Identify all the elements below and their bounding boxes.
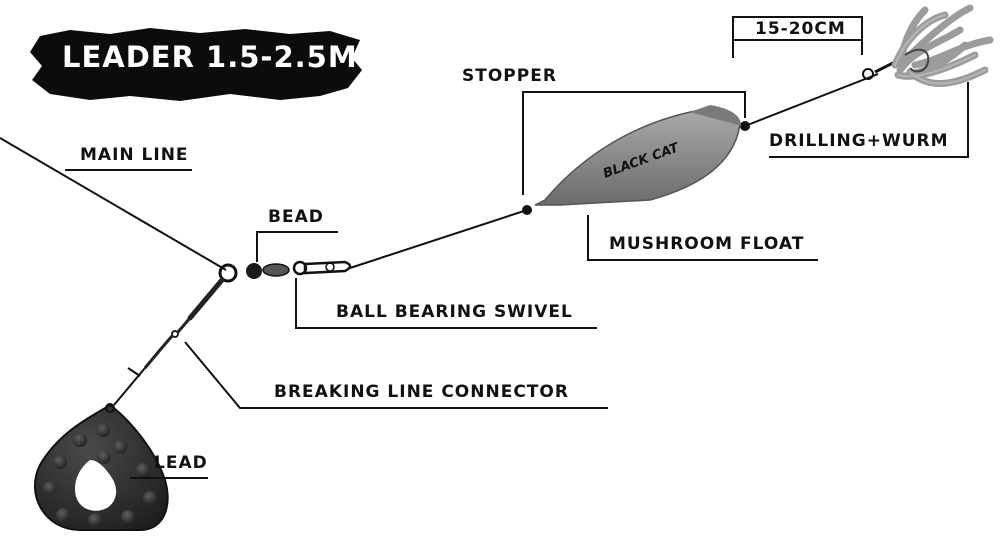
label-lead: LEAD: [154, 453, 208, 473]
lead-weight: [34, 403, 169, 531]
label-breaking-line-connector: BREAKING LINE CONNECTOR: [274, 382, 569, 402]
boom-arm: [187, 277, 225, 321]
ring: [218, 263, 238, 283]
ball-bearing-swivel: [262, 260, 352, 277]
mushroom-float: BLACK CAT: [534, 105, 742, 206]
label-pointer-lines: [65, 16, 969, 479]
label-drilling-wurm: DRILLING+WURM: [769, 131, 949, 151]
main-line: [0, 137, 227, 271]
leader-line: [349, 209, 528, 269]
title-banner: [30, 28, 362, 101]
breaking-line-connector: [143, 317, 192, 369]
stopper-bead-lower: [522, 205, 532, 215]
label-stopper: STOPPER: [462, 66, 557, 86]
title: LEADER 1.5-2.5M: [62, 40, 358, 74]
label-ball-bearing-swivel: BALL BEARING SWIVEL: [336, 302, 573, 322]
label-bead: BEAD: [268, 207, 324, 227]
bead: [246, 263, 262, 279]
label-mushroom-float: MUSHROOM FLOAT: [609, 234, 805, 254]
label-main-line: MAIN LINE: [80, 145, 189, 165]
stopper-bead-upper: [740, 121, 750, 131]
drilling-hook-and-worm: [862, 4, 994, 87]
hook-line: [744, 73, 879, 127]
label-distance: 15-20CM: [755, 19, 846, 39]
